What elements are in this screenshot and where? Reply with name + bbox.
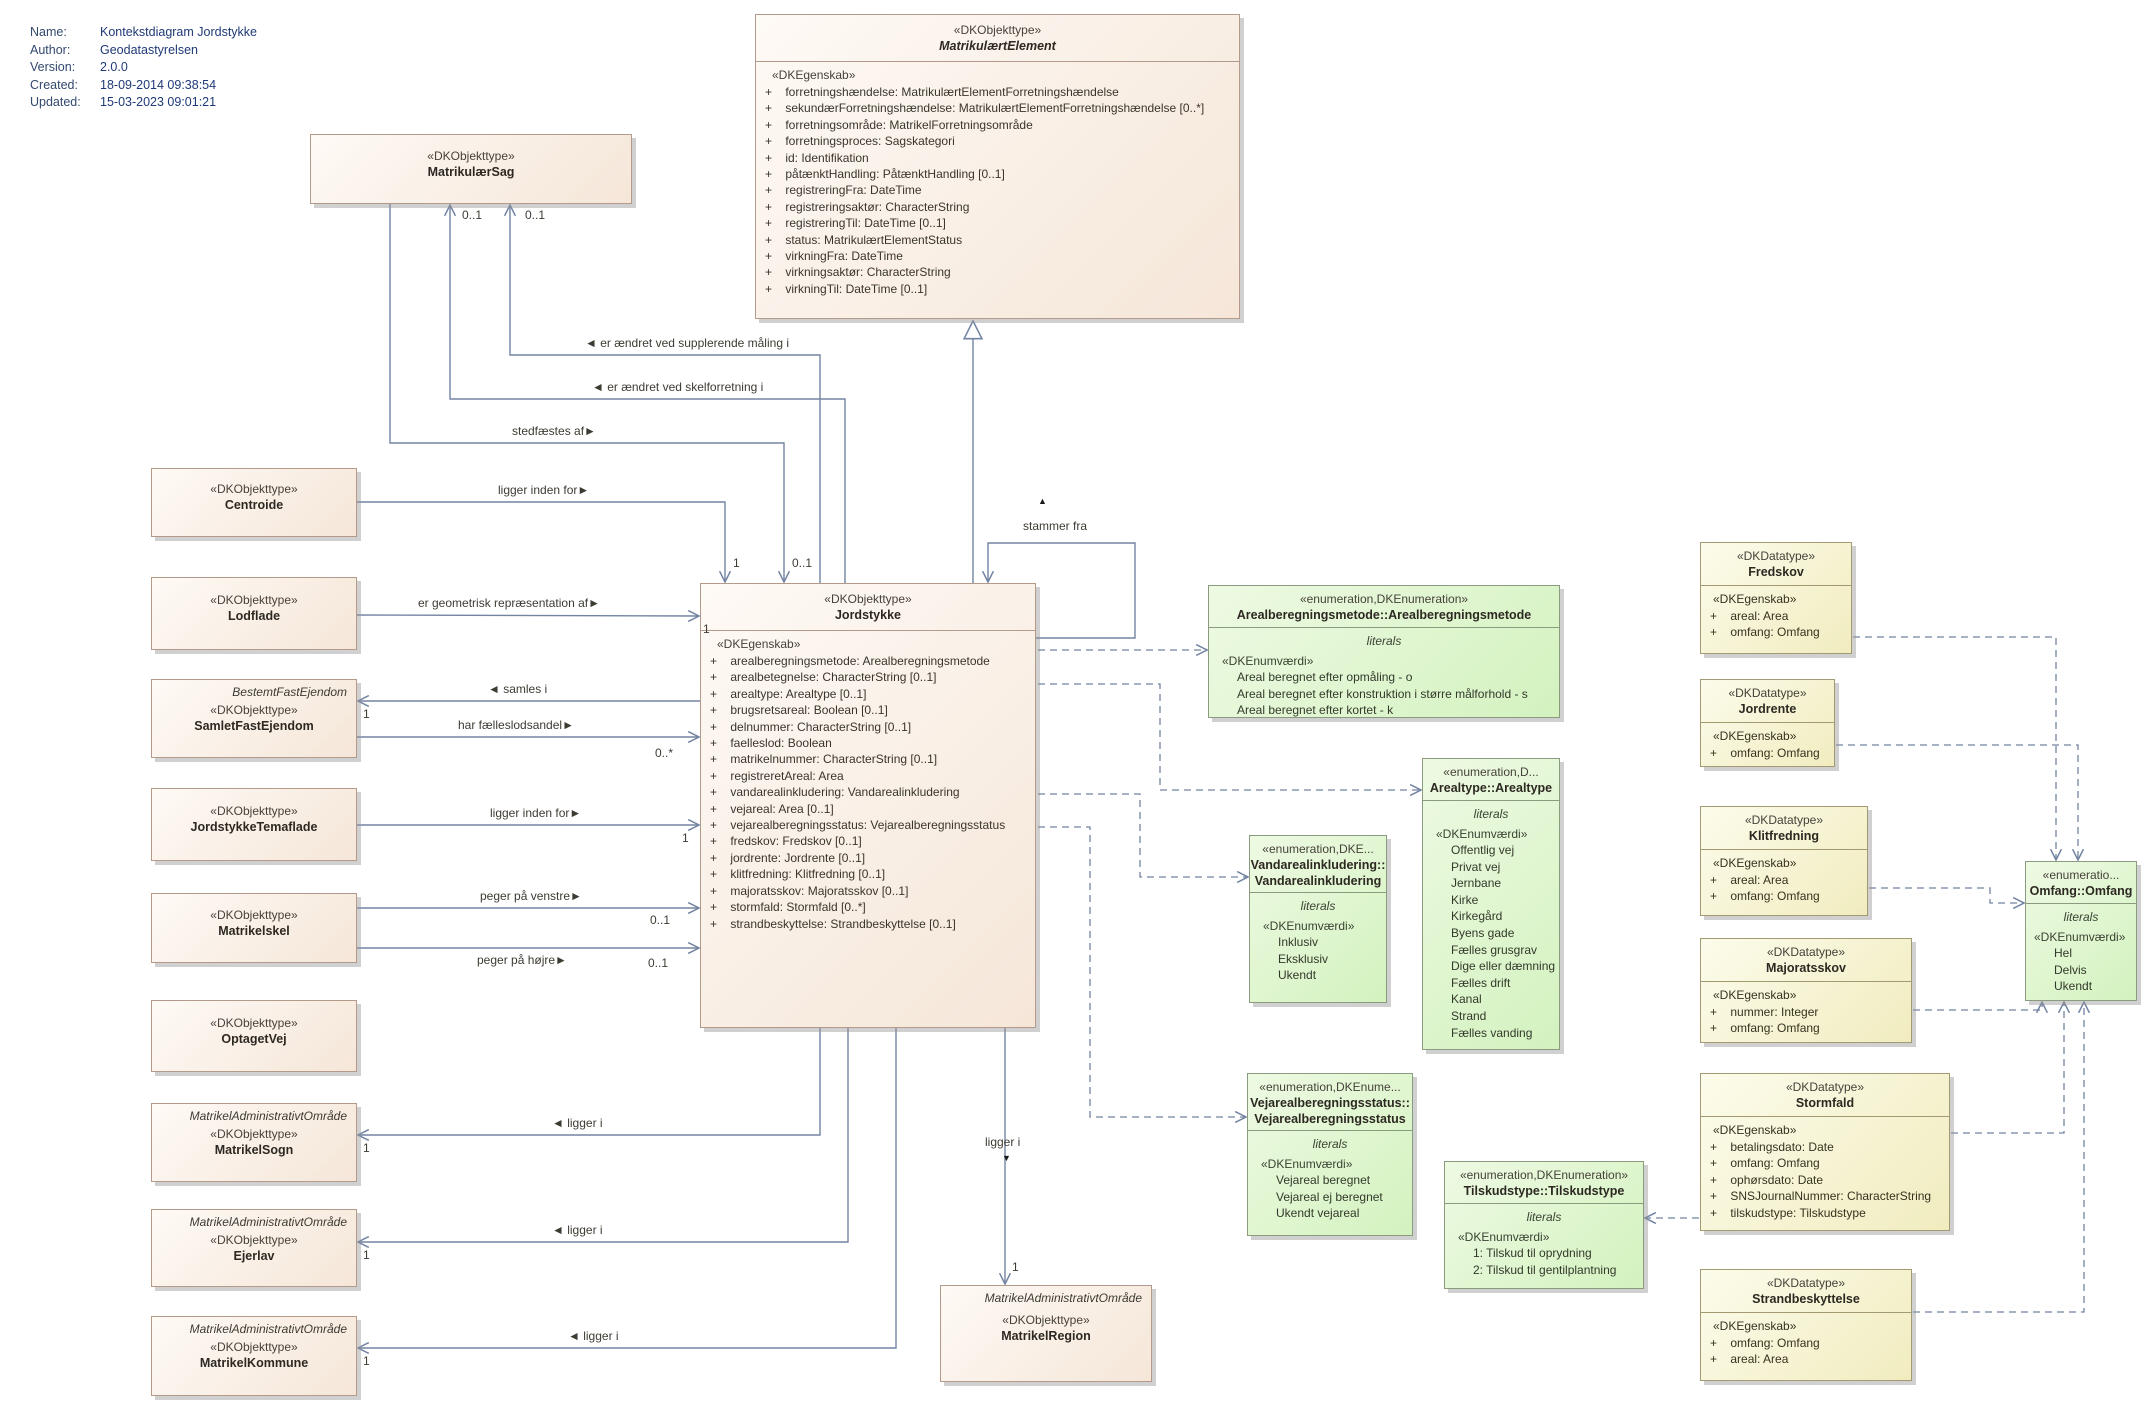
strandbeskyttelse-attributes: + omfang: Omfang+ areal: Area (1710, 1336, 1820, 1367)
class-matrikelregion: MatrikelAdministrativtOmråde «DKObjektty… (940, 1285, 1152, 1382)
enum-omfang: «enumeratio...Omfang::Omfang literals «D… (2025, 861, 2137, 1001)
class-centroide: «DKObjekttype»Centroide (151, 468, 357, 537)
edge-label-samles-i: ◄ samles i (488, 682, 548, 696)
majoratsskov-attributes: + nummer: Integer+ omfang: Omfang (1710, 1005, 1820, 1036)
jordstykke-attributes: + arealberegningsmetode: Arealberegnings… (710, 654, 1006, 931)
edge-geometrisk-repraesentation (356, 615, 699, 616)
edge-label-ligger-i-kommune: ◄ ligger i (568, 1329, 619, 1343)
enum-vejarealberegningsstatus: «enumeration,DKEnume...Vejarealberegning… (1247, 1073, 1413, 1236)
direction-arrow-up: ▲ (1038, 496, 1047, 506)
mult-region: 1 (1012, 1260, 1019, 1274)
class-matrikulaersag: «DKObjekttype»MatrikulærSag (310, 134, 632, 204)
dep-klitfredning-omfang (1869, 887, 2024, 903)
mult-jordstykke-centroide: 1 (733, 556, 740, 570)
mult-sag-skelforretning: 0..1 (462, 208, 483, 222)
edge-stammer-fra-loop (988, 542, 1136, 639)
datatype-majoratsskov: «DKDatatype»Majoratsskov «DKEgenskab» + … (1700, 938, 1912, 1043)
mult-geometrisk: 1 (703, 622, 710, 636)
diagram-metadata: Name:Kontekstdiagram Jordstykke Author:G… (30, 24, 257, 112)
datatype-klitfredning: «DKDatatype»Klitfredning «DKEgenskab» + … (1700, 806, 1868, 916)
edge-label-faelleslodsandel: har fælleslodsandel► (458, 718, 574, 732)
class-ejerlav: MatrikelAdministrativtOmråde «DKObjektty… (151, 1209, 357, 1287)
dep-stormfald-omfang (1951, 1002, 2064, 1134)
edge-ligger-i-kommune (358, 1028, 897, 1348)
mult-sag-supplerende: 0..1 (525, 208, 546, 222)
edge-label-peger-paa-venstre: peger på venstre► (480, 889, 582, 903)
edge-ligger-i-sogn (358, 1028, 821, 1135)
enum-arealtype: «enumeration,D...Arealtype::Arealtype li… (1422, 758, 1560, 1050)
meta-name: Name:Kontekstdiagram Jordstykke (30, 25, 258, 39)
mult-peger-venstre: 0..1 (650, 913, 671, 927)
edge-label-centroide-ligger-inden-for: ligger inden for► (498, 483, 590, 497)
enum-vandarealinkludering: «enumeration,DKE...Vandarealinkludering:… (1249, 835, 1387, 1003)
matrikulaertelement-attributes: + forretningshændelse: MatrikulærtElemen… (765, 85, 1205, 296)
meta-created: Created:18-09-2014 09:38:54 (30, 77, 217, 92)
dep-strandbeskyttelse-omfang (1913, 1002, 2084, 1313)
edge-label-ligger-i-sogn: ◄ ligger i (552, 1116, 603, 1130)
jordrente-attributes: + omfang: Omfang (1710, 746, 1820, 760)
class-matrikelskel: «DKObjekttype»Matrikelskel (151, 893, 357, 963)
dep-vandarealinkludering (1038, 793, 1248, 877)
datatype-strandbeskyttelse: «DKDatatype»Strandbeskyttelse «DKEgenska… (1700, 1269, 1912, 1381)
meta-author: Author:Geodatastyrelsen (30, 42, 198, 57)
enum-tilskudstype: «enumeration,DKEnumeration»Tilskudstype:… (1444, 1161, 1644, 1289)
edge-label-ligger-i-ejerlav: ◄ ligger i (552, 1223, 603, 1237)
dep-vejarealberegningsstatus (1038, 826, 1246, 1117)
class-optagetvej: «DKObjekttype»OptagetVej (151, 1000, 357, 1072)
class-jordstykketemaflade: «DKObjekttype»JordstykkeTemaflade (151, 788, 357, 861)
meta-version: Version:2.0.0 (30, 60, 128, 74)
edge-label-geometrisk-repraesentation: er geometrisk repræsentation af► (418, 596, 600, 610)
edge-label-skelforretning: ◄ er ændret ved skelforretning i (592, 380, 764, 394)
edge-stedfaestes-af (389, 204, 784, 582)
datatype-jordrente: «DKDatatype»Jordrente «DKEgenskab» + omf… (1700, 679, 1835, 767)
mult-samletfastejendom: 1 (363, 707, 370, 721)
datatype-fredskov: «DKDatatype»Fredskov «DKEgenskab» + area… (1700, 542, 1852, 654)
dep-jordrente-omfang (1836, 744, 2078, 860)
class-matrikelsogn: MatrikelAdministrativtOmråde «DKObjektty… (151, 1103, 357, 1182)
edge-label-supplerende-maaling: ◄ er ændret ved supplerende måling i (585, 336, 789, 350)
mult-kommune: 1 (363, 1354, 370, 1368)
enum-arealberegningsmetode: «enumeration,DKEnumeration»Arealberegnin… (1208, 585, 1560, 718)
edge-label-stedfaestes-af: stedfæstes af► (512, 424, 596, 438)
mult-sogn: 1 (363, 1141, 370, 1155)
class-lodflade: «DKObjekttype»Lodflade (151, 577, 357, 650)
stormfald-attributes: + betalingsdato: Date+ omfang: Omfang+ o… (1710, 1140, 1932, 1220)
mult-peger-hojre: 0..1 (648, 956, 669, 970)
edge-label-temaflade-ligger-inden-for: ligger inden for► (490, 806, 582, 820)
class-samletfastejendom: BestemtFastEjendom «DKObjekttype»SamletF… (151, 679, 357, 758)
edge-centroide-ligger-inden-for (357, 501, 725, 582)
klitfredning-attributes: + areal: Area+ omfang: Omfang (1710, 873, 1820, 904)
fredskov-attributes: + areal: Area+ omfang: Omfang (1710, 609, 1820, 640)
edge-label-stammer-fra: stammer fra (1023, 519, 1088, 533)
dep-fredskov-omfang (1853, 636, 2056, 860)
mult-faelleslod: 0..* (655, 746, 674, 760)
meta-updated: Updated:15-03-2023 09:01:21 (30, 95, 217, 109)
direction-arrow-down: ▼ (1002, 1153, 1011, 1163)
edge-aendret-ved-supplerende-maaling (510, 205, 821, 583)
edge-label-ligger-i-region: ligger i (985, 1135, 1021, 1149)
dep-majoratsskov-omfang (1913, 1002, 2042, 1010)
edge-label-peger-paa-hojre: peger på højre► (477, 953, 567, 967)
mult-temaflade: 1 (682, 831, 689, 845)
class-matrikelkommune: MatrikelAdministrativtOmråde «DKObjektty… (151, 1316, 357, 1396)
mult-ejerlav: 1 (363, 1248, 370, 1262)
class-matrikulaertelement: «DKObjekttype»MatrikulærtElement «DKEgen… (755, 14, 1240, 319)
dep-arealtype (1038, 683, 1421, 790)
mult-jordstykke-stedfaestes: 0..1 (792, 556, 813, 570)
edge-aendret-ved-skelforretning (450, 205, 846, 583)
datatype-stormfald: «DKDatatype»Stormfald «DKEgenskab» + bet… (1700, 1073, 1950, 1231)
edge-ligger-i-ejerlav (358, 1028, 849, 1242)
class-jordstykke: «DKObjekttype»Jordstykke «DKEgenskab» + … (700, 583, 1036, 1028)
